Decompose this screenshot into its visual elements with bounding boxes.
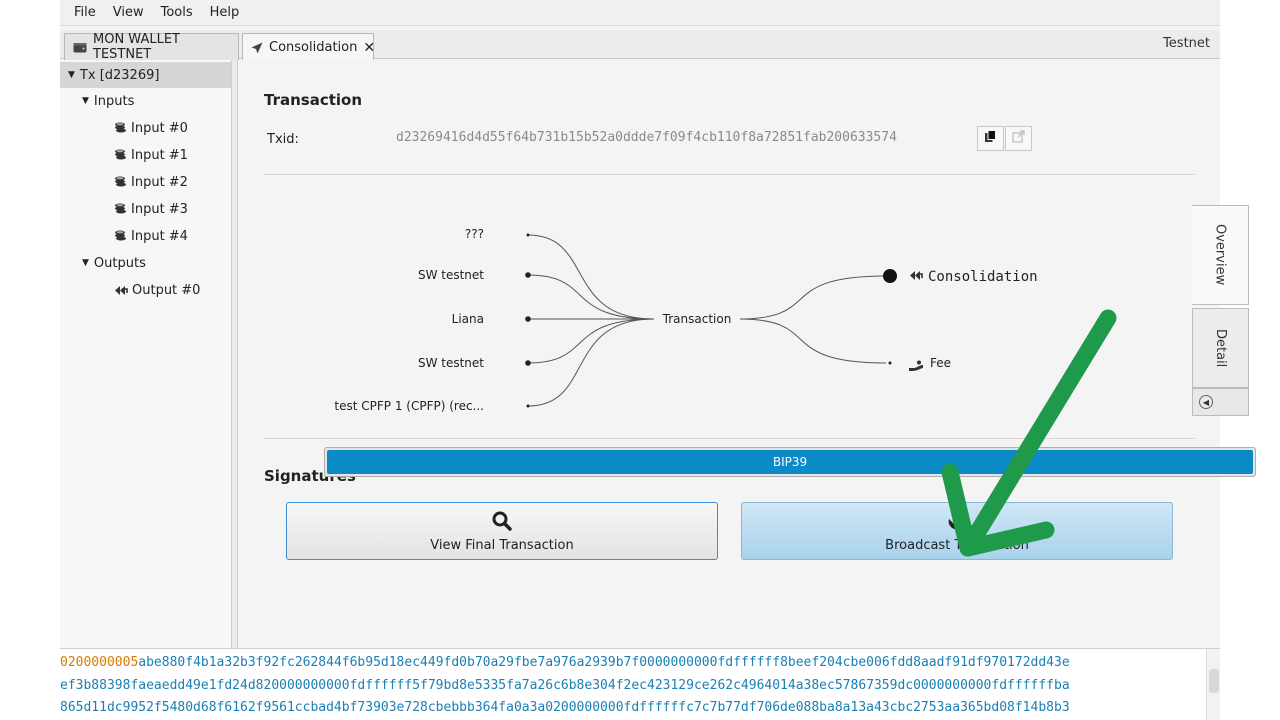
tree-output[interactable]: Output #0: [60, 277, 231, 303]
send-icon: [251, 42, 263, 54]
menu-file[interactable]: File: [74, 5, 96, 20]
copy-txid-button[interactable]: [977, 126, 1004, 151]
satellite-icon: [947, 510, 967, 532]
close-tab-icon[interactable]: ✕: [363, 39, 376, 56]
expand-triangle-icon[interactable]: ▼: [82, 258, 89, 268]
tab-detail[interactable]: Detail: [1192, 308, 1249, 388]
signature-progress: BIP39: [324, 447, 1256, 477]
tree-input-label: Input #0: [131, 120, 188, 136]
menu-bar: File View Tools Help: [60, 0, 1220, 26]
diagram-input-label: SW testnet: [418, 356, 484, 370]
keystore-label: BIP39: [772, 455, 808, 469]
tree-input-label: Input #3: [131, 201, 188, 217]
hex-scrollbar[interactable]: [1206, 649, 1220, 720]
hex-line: 0200000005abe880f4b1a32b3f92fc262844f6b9…: [60, 655, 1205, 670]
splitter[interactable]: [232, 60, 238, 648]
tree-input[interactable]: Input #2: [60, 169, 231, 195]
diagram-input-node[interactable]: [526, 233, 530, 237]
tree-outputs-label: Outputs: [93, 255, 146, 271]
coins-icon: [114, 149, 127, 161]
network-label: Testnet: [1163, 36, 1210, 51]
tab-wallet[interactable]: MON WALLET TESTNET: [64, 32, 239, 62]
diagram-input-label: Liana: [452, 312, 484, 326]
view-final-transaction-label: View Final Transaction: [430, 537, 574, 553]
transaction-title: Transaction: [264, 91, 363, 109]
txid-value[interactable]: d23269416d4d55f64b731b15b52a0ddde7f09f4c…: [396, 130, 897, 145]
hex-line: 865d11dc9952f5480d68f6162f9561ccbad4bf73…: [60, 700, 1070, 715]
divider: [264, 438, 1195, 439]
tab-consolidation[interactable]: Consolidation ✕: [242, 33, 376, 61]
diagram-input-node[interactable]: [526, 404, 530, 408]
fee-hand-icon: [909, 360, 923, 371]
tree-input[interactable]: Input #1: [60, 142, 231, 168]
tree-input[interactable]: Input #4: [60, 223, 231, 249]
magnifier-icon: [492, 510, 512, 532]
diagram-output-label: Consolidation: [928, 269, 1038, 285]
diagram-input-label: test CPFP 1 (CPFP) (rec...: [334, 399, 484, 413]
consolidation-icon: [910, 271, 923, 280]
hex-segment: abe880f4b1a32b3f92fc262844f6b95d18ec449f…: [138, 655, 1070, 670]
tree-input[interactable]: Input #3: [60, 196, 231, 222]
transaction-diagram: ??? SW testnet Liana SW testnet test CPF…: [334, 227, 1038, 413]
diagram-input-node[interactable]: [525, 316, 531, 322]
view-final-transaction-button[interactable]: View Final Transaction: [286, 502, 718, 560]
tree-outputs[interactable]: ▼ Outputs: [60, 250, 231, 276]
tree-input-label: Input #2: [131, 174, 188, 190]
diagram-center-backdrop: [654, 310, 740, 328]
raw-transaction-hex[interactable]: 0200000005abe880f4b1a32b3f92fc262844f6b9…: [60, 648, 1220, 720]
tab-overview[interactable]: Overview: [1192, 205, 1249, 305]
diagram-center-label: Transaction: [662, 312, 732, 326]
tab-detail-label: Detail: [1213, 328, 1228, 368]
coins-icon: [114, 203, 127, 215]
copy-icon: [984, 130, 997, 147]
coins-icon: [114, 176, 127, 188]
menu-help[interactable]: Help: [209, 5, 240, 20]
tab-scroll-button[interactable]: ◀: [1192, 388, 1249, 416]
tree-inputs[interactable]: ▼ Inputs: [60, 88, 231, 114]
diagram-input-label: ???: [465, 227, 484, 241]
app-window: File View Tools Help MON WALLET TESTNET …: [60, 0, 1256, 720]
diagram-output-node[interactable]: [883, 269, 897, 283]
tree-output-label: Output #0: [132, 282, 201, 298]
broadcast-transaction-label: Broadcast Transaction: [885, 537, 1029, 553]
coins-icon: [114, 230, 127, 242]
txid-label: Txid:: [267, 132, 299, 147]
tree-input[interactable]: Input #0: [60, 115, 231, 141]
diagram-input-label: SW testnet: [418, 268, 484, 282]
diagram-output-node[interactable]: [888, 361, 892, 365]
diagram-input-node[interactable]: [525, 272, 531, 278]
tab-bar: MON WALLET TESTNET Consolidation ✕ Testn…: [60, 30, 1220, 62]
open-external-button[interactable]: [1005, 126, 1032, 151]
chevron-left-icon: ◀: [1199, 395, 1213, 409]
tab-consolidation-label: Consolidation: [269, 40, 358, 55]
diagram-output-label: Fee: [930, 356, 951, 370]
broadcast-transaction-button[interactable]: Broadcast Transaction: [741, 502, 1173, 560]
tree-root-label: Tx [d23269]: [79, 67, 160, 83]
diagram-input-node[interactable]: [525, 360, 531, 366]
tree-root[interactable]: ▼ Tx [d23269]: [60, 62, 231, 88]
wallet-icon: [73, 42, 87, 53]
view-tabs: Overview Detail ◀: [1192, 200, 1256, 420]
external-link-icon: [1012, 130, 1025, 147]
scrollbar-thumb[interactable]: [1209, 669, 1219, 693]
expand-triangle-icon[interactable]: ▼: [82, 96, 89, 106]
hex-line: ef3b88398faeaedd49e1fd24d820000000000fdf…: [60, 678, 1070, 693]
coins-icon: [114, 122, 127, 134]
divider: [264, 174, 1195, 175]
consolidation-icon: [114, 285, 128, 296]
menu-tools[interactable]: Tools: [160, 5, 193, 20]
hex-version: 0200000005: [60, 655, 139, 670]
tree-input-label: Input #1: [131, 147, 188, 163]
tree-inputs-label: Inputs: [93, 93, 135, 109]
menu-view[interactable]: View: [112, 5, 144, 20]
expand-triangle-icon[interactable]: ▼: [68, 70, 75, 80]
signature-progress-fill: BIP39: [327, 450, 1253, 474]
tab-overview-label: Overview: [1212, 224, 1228, 286]
tab-wallet-label: MON WALLET TESTNET: [93, 32, 180, 62]
tree-input-label: Input #4: [131, 228, 188, 244]
transaction-tree: ▼ Tx [d23269] ▼ Inputs Input #0 Input #1…: [60, 60, 232, 648]
